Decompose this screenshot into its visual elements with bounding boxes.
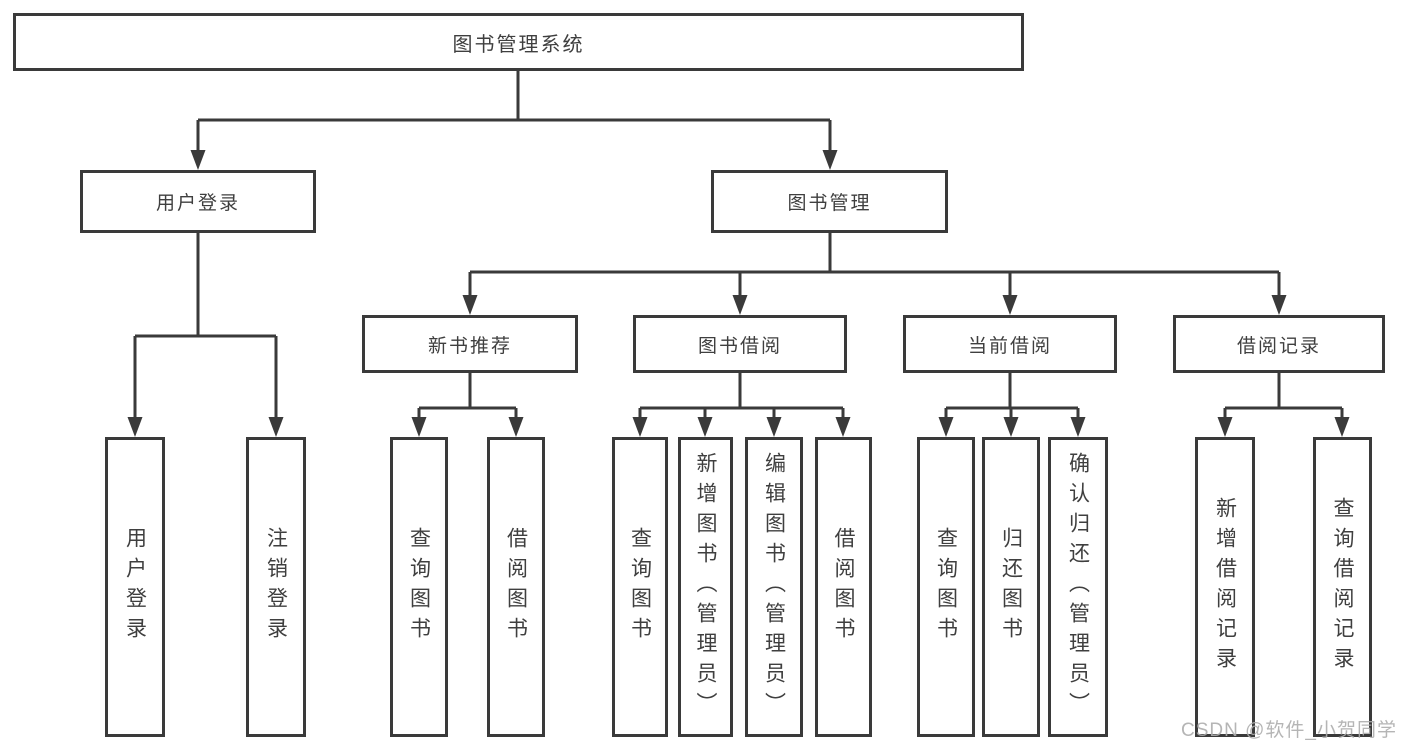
node-new-book-recommend: 新书推荐 [362,315,578,373]
node-book-borrow: 图书借阅 [633,315,847,373]
node-borrow-record: 借阅记录 [1173,315,1385,373]
leaf-add-borrow-record: 新增借阅记录 [1195,437,1255,737]
node-book-management: 图书管理 [711,170,948,233]
leaf-return-book: 归还图书 [982,437,1040,737]
leaf-edit-book-admin: 编辑图书（管理员） [745,437,803,737]
leaf-borrow-book-1: 借阅图书 [487,437,545,737]
leaf-query-book-3: 查询图书 [917,437,975,737]
leaf-query-book-1: 查询图书 [390,437,448,737]
leaf-borrow-book-2: 借阅图书 [815,437,872,737]
leaf-add-book-admin: 新增图书（管理员） [678,437,733,737]
node-user-login: 用户登录 [80,170,316,233]
csdn-watermark: CSDN @软件_小贺同学 [1181,720,1397,741]
arrowheads [127,150,1350,437]
leaf-user-login: 用户登录 [105,437,165,737]
leaf-logout: 注销登录 [246,437,306,737]
leaf-confirm-return-admin: 确认归还（管理员） [1048,437,1108,737]
node-current-borrow: 当前借阅 [903,315,1117,373]
leaf-query-borrow-record: 查询借阅记录 [1313,437,1372,737]
node-system-root: 图书管理系统 [13,13,1024,71]
leaf-query-book-2: 查询图书 [612,437,668,737]
